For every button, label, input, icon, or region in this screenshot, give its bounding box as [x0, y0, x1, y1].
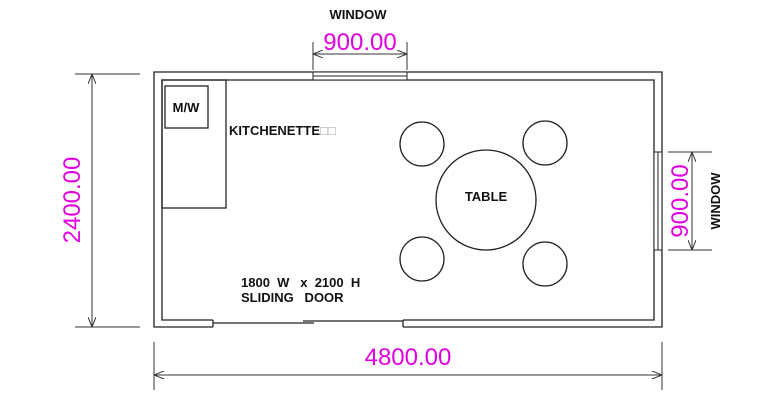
kitchen-counter	[161, 79, 227, 209]
chair	[522, 241, 568, 287]
walls	[153, 71, 663, 328]
top-window-label: WINDOW	[329, 7, 387, 22]
kitchenette-label: KITCHENETTE□□	[229, 123, 336, 138]
top-window	[312, 71, 408, 81]
chair	[399, 121, 445, 167]
right-window	[653, 151, 663, 251]
microwave-box	[164, 85, 209, 129]
top-window-value: 900.00	[323, 29, 396, 56]
width-value: 4800.00	[365, 344, 452, 371]
door-type-label: SLIDING DOOR	[241, 290, 344, 305]
width-dimension: 4800.00	[153, 342, 663, 390]
height-dimension: 2400.00	[59, 73, 140, 328]
table-label: TABLE	[465, 189, 508, 204]
table	[435, 149, 537, 251]
right-window-label: WINDOW	[708, 172, 723, 230]
height-value: 2400.00	[59, 157, 86, 244]
top-window-dimension: 900.00 WINDOW	[312, 7, 408, 70]
door-size-label: 1800 W x 2100 H	[241, 275, 360, 290]
microwave-label: M/W	[173, 100, 200, 115]
right-window-value: 900.00	[667, 164, 694, 237]
chair	[399, 236, 445, 282]
right-window-dimension: 900.00 WINDOW	[667, 151, 723, 251]
chair	[522, 120, 568, 166]
